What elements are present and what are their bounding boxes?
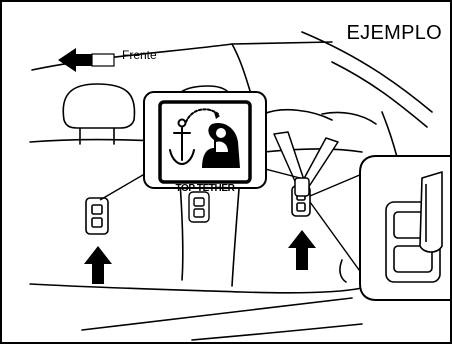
top-tether-callout: [144, 92, 266, 188]
top-tether-caption: TOP TETHER: [164, 183, 246, 194]
example-label: EJEMPLO: [347, 22, 442, 45]
cargo-floor-line: [82, 298, 352, 330]
right-seat-back: [264, 149, 362, 152]
detail-zoom-box: [360, 156, 452, 300]
tether-strap: [274, 132, 338, 196]
bottom-floor-line: [192, 324, 362, 340]
front-arrow-icon: [58, 48, 114, 72]
front-label: Frente: [122, 48, 157, 62]
up-arrow-icon-left: [84, 246, 112, 284]
middle-anchor-bracket: [189, 192, 209, 222]
left-headrest: [63, 84, 134, 128]
seat-base-line: [30, 284, 362, 293]
rear-window-line-2: [332, 62, 427, 127]
roof-line-2: [232, 44, 252, 97]
left-anchor-bracket: [86, 198, 108, 234]
up-arrow-icon-right: [288, 230, 316, 270]
